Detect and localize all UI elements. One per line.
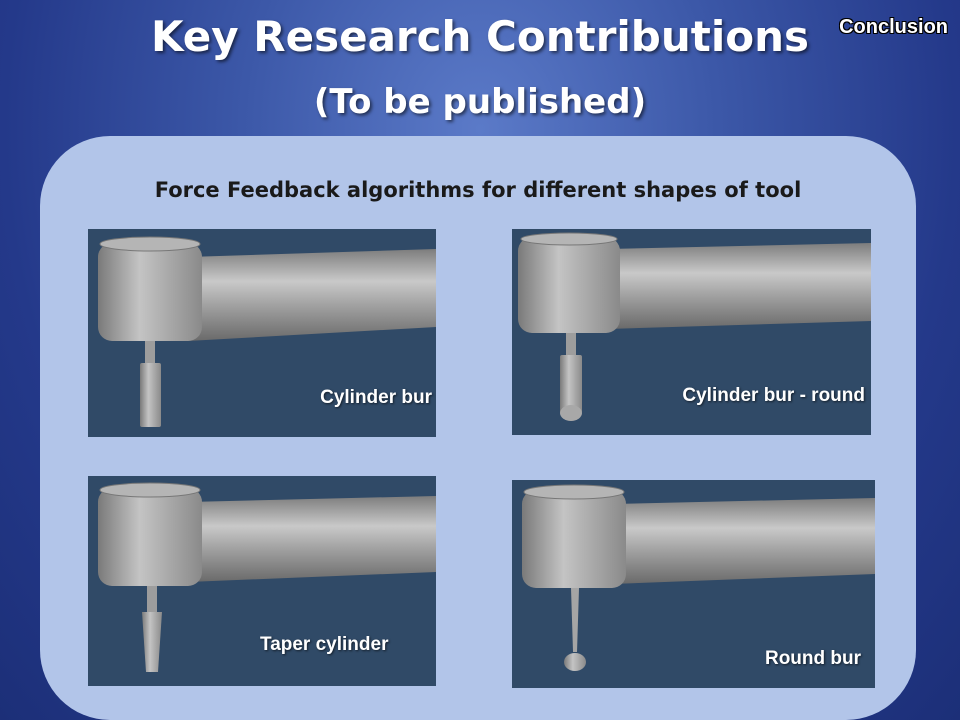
handpiece-icon <box>518 232 871 421</box>
handpiece-icon <box>98 236 436 427</box>
tool-image-round-bur: Round bur <box>512 480 875 688</box>
tile-caption: Taper cylinder <box>260 634 389 655</box>
slide-title: Key Research Contributions <box>150 12 810 61</box>
conclusion-badge: Conclusion <box>839 16 948 38</box>
tool-image-cylinder-bur: Cylinder bur <box>88 229 436 437</box>
tool-image-taper-cylinder: Taper cylinder <box>88 476 436 686</box>
tool-image-cylinder-bur-round: Cylinder bur - round <box>512 229 871 435</box>
tile-caption: Cylinder bur - round <box>682 385 865 406</box>
handpiece-icon <box>522 484 875 671</box>
tile-caption: Cylinder bur <box>320 387 432 408</box>
slide-subtitle: (To be published) <box>313 82 647 122</box>
handpiece-icon <box>98 482 436 672</box>
panel-heading: Force Feedback algorithms for different … <box>154 178 802 202</box>
tile-caption: Round bur <box>764 648 861 669</box>
